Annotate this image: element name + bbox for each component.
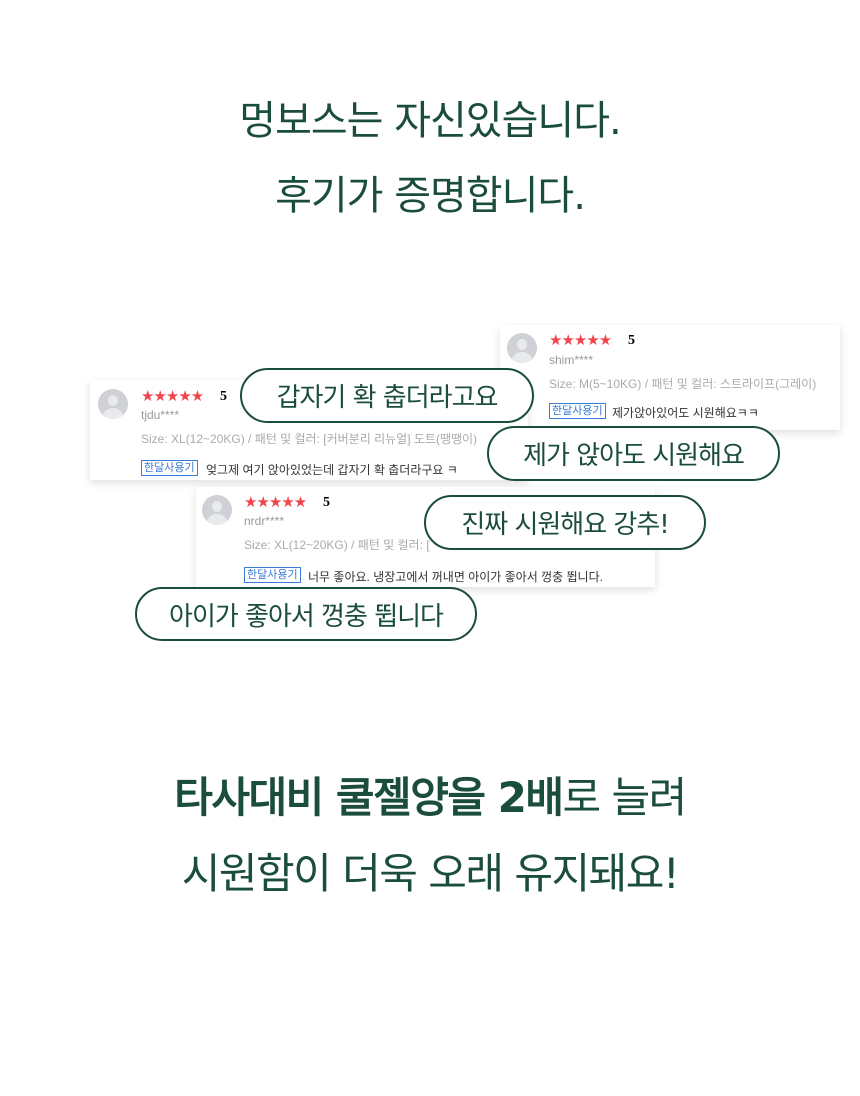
speech-bubble: 제가 앉아도 시원해요 — [487, 426, 780, 481]
review-user: nrdr**** — [244, 514, 285, 528]
review-comment: 엊그제 여기 앉아있었는데 갑자기 확 춥더라구요 ㅋ — [206, 463, 458, 477]
review-score: 5 — [323, 495, 330, 510]
review-user: tjdu**** — [141, 408, 180, 422]
review-tag: 한달사용기 — [549, 403, 606, 419]
speech-bubble: 갑자기 확 춥더라고요 — [240, 368, 534, 423]
review-comment: 너무 좋아요. 냉장고에서 꺼내면 아이가 좋아서 껑충 뜁니다. — [308, 570, 603, 584]
star-rating-icon: ★★★★★ — [549, 332, 612, 349]
star-rating-icon: ★★★★★ — [244, 494, 307, 511]
avatar-icon — [98, 389, 128, 419]
speech-bubble: 진짜 시원해요 강추! — [424, 495, 706, 550]
headline-line-1: 멍보스는 자신있습니다. — [239, 98, 621, 144]
review-score: 5 — [628, 333, 635, 348]
review-option: Size: XL(12~20KG) / 패턴 및 컬러: [커버분리 리뉴얼] … — [141, 432, 478, 446]
headline-line-2: 후기가 증명합니다. — [275, 173, 586, 219]
review-card-shim: ★★★★★ 5 shim**** Size: M(5~10KG) / 패턴 및 … — [500, 325, 840, 430]
speech-bubble: 아이가 좋아서 껑충 뜁니다 — [135, 587, 477, 641]
feature-emphasis: 타사대비 쿨젤양을 2배 — [174, 773, 564, 822]
avatar-icon — [507, 333, 537, 363]
feature-rest: 로 늘려 — [562, 773, 687, 822]
review-option: Size: XL(12~20KG) / 패턴 및 컬러: [ — [244, 538, 430, 552]
review-score: 5 — [220, 389, 227, 404]
feature-line-1: 타사대비 쿨젤양을 2배로 늘려 — [0, 764, 860, 825]
review-comment: 제가앉아있어도 시원해요ㅋㅋ — [612, 406, 759, 420]
review-option: Size: M(5~10KG) / 패턴 및 컬러: 스트라이프(그레이) — [549, 377, 817, 391]
feature-line-2: 시원함이 더욱 오래 유지돼요! — [181, 849, 680, 898]
review-tag: 한달사용기 — [141, 460, 198, 476]
star-rating-icon: ★★★★★ — [141, 388, 204, 405]
review-user: shim**** — [549, 353, 594, 367]
review-tag: 한달사용기 — [244, 567, 301, 583]
avatar-icon — [202, 495, 232, 525]
